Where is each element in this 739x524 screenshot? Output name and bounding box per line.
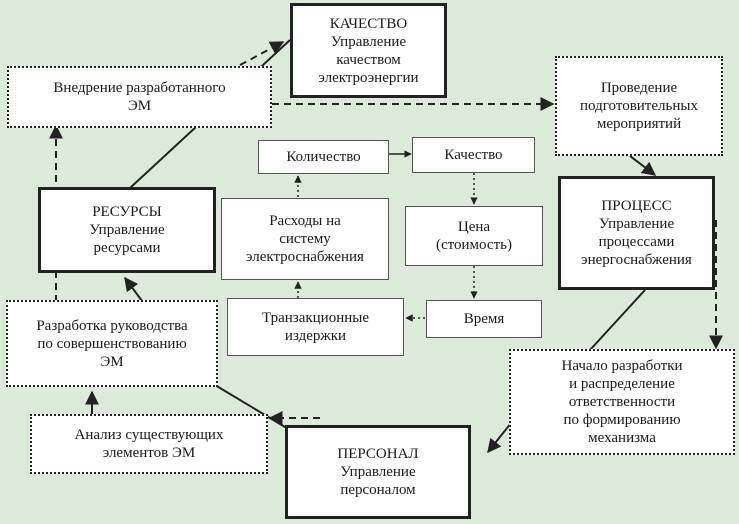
implementation-line: Внедрение разработанного bbox=[53, 80, 226, 96]
preparatory-line: подготовительных bbox=[580, 98, 698, 114]
price-line: (стоимость) bbox=[436, 237, 512, 253]
price-box: Цена (стоимость) bbox=[405, 206, 543, 266]
process-box-title: ПРОЦЕСС bbox=[601, 198, 672, 214]
quality-box-title: КАЧЕСТВО bbox=[329, 15, 408, 32]
expenses-box: Расходы на систему электроснабжения bbox=[221, 198, 389, 280]
implementation-line: ЭМ bbox=[127, 98, 152, 114]
analysis-box: Анализ существующих элементов ЭМ bbox=[30, 414, 268, 474]
start-development-line: ответственности bbox=[568, 394, 676, 410]
quality-box-line: Управление bbox=[330, 33, 407, 50]
personnel-box-title: ПЕРСОНАЛ bbox=[337, 446, 419, 462]
process-box-line: процессами bbox=[598, 234, 675, 250]
guide-development-box: Разработка руководства по совершенствова… bbox=[6, 300, 218, 387]
preparatory-measures-box: Проведение подготовительных мероприятий bbox=[555, 56, 723, 156]
price-line: Цена bbox=[457, 219, 491, 235]
personnel-management-box: ПЕРСОНАЛ Управление персоналом bbox=[285, 425, 471, 519]
start-development-line: механизма bbox=[588, 430, 656, 446]
resources-box-line: Управление bbox=[89, 222, 165, 238]
arrow-preparatory-to-process bbox=[629, 155, 657, 176]
quality-management-box: КАЧЕСТВО Управление качеством электроэне… bbox=[290, 3, 447, 98]
time-label: Время bbox=[463, 311, 505, 327]
personnel-box-line: персоналом bbox=[340, 482, 416, 498]
analysis-line: Анализ существующих bbox=[74, 427, 224, 443]
start-development-line: и распределение bbox=[569, 376, 675, 392]
transaction-line: Транзакционные bbox=[262, 310, 369, 326]
preparatory-line: Проведение bbox=[600, 80, 678, 96]
process-management-box: ПРОЦЕСС Управление процессами энергоснаб… bbox=[558, 176, 715, 290]
resources-management-box: РЕСУРСЫ Управление ресурсами bbox=[38, 187, 216, 273]
transaction-costs-box: Транзакционные издержки bbox=[227, 298, 404, 356]
quality-box-line: электроэнергии bbox=[318, 69, 419, 86]
expenses-line: электроснабжения bbox=[246, 249, 364, 265]
preparatory-line: мероприятий bbox=[596, 116, 682, 132]
start-development-line: по формированию bbox=[563, 412, 681, 428]
start-development-box: Начало разработки и распределение ответс… bbox=[509, 349, 735, 455]
personnel-box-line: Управление bbox=[340, 464, 416, 480]
start-development-line: Начало разработки bbox=[561, 358, 683, 374]
quantity-label: Количество bbox=[286, 149, 361, 165]
dashed-implementation-to-quality bbox=[239, 41, 285, 66]
process-box-line: энергоснабжения bbox=[581, 252, 692, 268]
expenses-line: систему bbox=[279, 231, 331, 247]
resources-box-title: РЕСУРСЫ bbox=[92, 204, 162, 220]
process-box-line: Управление bbox=[598, 216, 675, 232]
guide-development-line: Разработка руководства bbox=[36, 317, 188, 334]
implementation-box: Внедрение разработанного ЭМ bbox=[7, 66, 272, 128]
transaction-line: издержки bbox=[284, 328, 347, 344]
guide-development-line: ЭМ bbox=[100, 353, 124, 370]
inner-quality-label: Качество bbox=[444, 147, 503, 163]
quality-box-line: качеством bbox=[336, 51, 401, 68]
line-process-to-startdev bbox=[589, 289, 646, 351]
time-box: Время bbox=[426, 300, 542, 338]
analysis-line: элементов ЭМ bbox=[102, 445, 196, 461]
expenses-line: Расходы на bbox=[269, 213, 341, 229]
inner-quality-box: Качество bbox=[412, 137, 535, 173]
resources-box-line: ресурсами bbox=[93, 240, 161, 256]
quantity-box: Количество bbox=[258, 140, 389, 174]
guide-development-line: по совершенствованию bbox=[37, 335, 187, 352]
